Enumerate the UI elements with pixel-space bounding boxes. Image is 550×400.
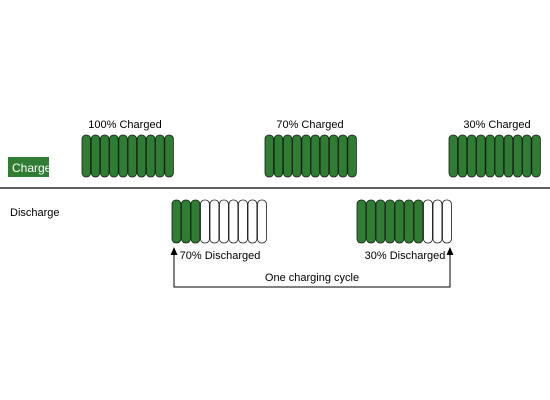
discharge-row-label: Discharge bbox=[10, 207, 60, 219]
discharge-battery-1-label: 70% Discharged bbox=[180, 250, 261, 262]
battery-cell bbox=[257, 199, 267, 244]
charge-badge bbox=[8, 157, 49, 177]
battery-cell bbox=[81, 134, 92, 178]
battery-cell bbox=[200, 199, 210, 244]
battery-cell bbox=[155, 134, 165, 178]
discharge-battery-2-label: 30% Discharged bbox=[365, 250, 446, 262]
discharge-battery-1 bbox=[171, 199, 267, 244]
charge-row-label: Charge bbox=[12, 161, 52, 175]
battery-cell bbox=[145, 134, 156, 178]
battery-cell bbox=[100, 134, 110, 178]
battery-cell bbox=[531, 134, 541, 178]
battery-cell bbox=[328, 134, 339, 178]
cycle-label: One charging cycle bbox=[265, 272, 359, 284]
battery-cell bbox=[423, 199, 433, 244]
battery-cell bbox=[457, 134, 468, 178]
battery-cell bbox=[494, 134, 505, 178]
battery-cell bbox=[209, 199, 220, 244]
battery-cell bbox=[273, 134, 284, 178]
battery-cell bbox=[136, 134, 147, 178]
battery-cell bbox=[385, 199, 395, 244]
battery-cell bbox=[413, 199, 424, 244]
charge-battery-2-label: 70% Charged bbox=[276, 119, 343, 131]
battery-cell bbox=[338, 134, 348, 178]
battery-cell bbox=[282, 134, 293, 178]
battery-cell bbox=[404, 199, 414, 244]
battery-cell bbox=[476, 134, 486, 178]
battery-cell bbox=[181, 199, 191, 244]
battery-cell bbox=[238, 199, 248, 244]
battery-cell bbox=[366, 199, 376, 244]
battery-cell bbox=[292, 134, 302, 178]
cycle-end-arrow-icon bbox=[446, 247, 454, 255]
charge-battery-1 bbox=[81, 134, 174, 178]
charge-battery-1-label: 100% Charged bbox=[88, 119, 161, 131]
battery-cell bbox=[127, 134, 138, 178]
battery-cell bbox=[90, 134, 101, 178]
charge-battery-3-label: 30% Charged bbox=[463, 119, 530, 131]
battery-cell bbox=[432, 199, 443, 244]
cycle-start-arrow-icon bbox=[170, 247, 178, 255]
battery-cell bbox=[301, 134, 311, 178]
battery-cell bbox=[190, 199, 201, 244]
battery-cell bbox=[347, 134, 357, 178]
battery-cell bbox=[228, 199, 239, 244]
battery-cell bbox=[513, 134, 523, 178]
battery-cell bbox=[247, 199, 258, 244]
battery-cell bbox=[319, 134, 330, 178]
battery-cell bbox=[522, 134, 532, 178]
battery-cell bbox=[394, 199, 405, 244]
battery-cell bbox=[310, 134, 321, 178]
charge-battery-3 bbox=[448, 134, 541, 178]
battery-cell bbox=[164, 134, 174, 178]
battery-cell bbox=[466, 134, 477, 178]
charge-battery-2 bbox=[264, 134, 357, 178]
battery-cell bbox=[375, 199, 386, 244]
battery-cell bbox=[118, 134, 128, 178]
battery-cell bbox=[171, 199, 182, 244]
charging-cycle-bracket bbox=[173, 253, 451, 288]
battery-cell bbox=[485, 134, 495, 178]
battery-cell bbox=[356, 199, 367, 244]
battery-cell bbox=[442, 199, 452, 244]
battery-cell bbox=[503, 134, 514, 178]
battery-cell bbox=[219, 199, 229, 244]
battery-cell bbox=[109, 134, 119, 178]
battery-cell bbox=[264, 134, 275, 178]
battery-cell bbox=[448, 134, 459, 178]
discharge-battery-2 bbox=[356, 199, 452, 244]
